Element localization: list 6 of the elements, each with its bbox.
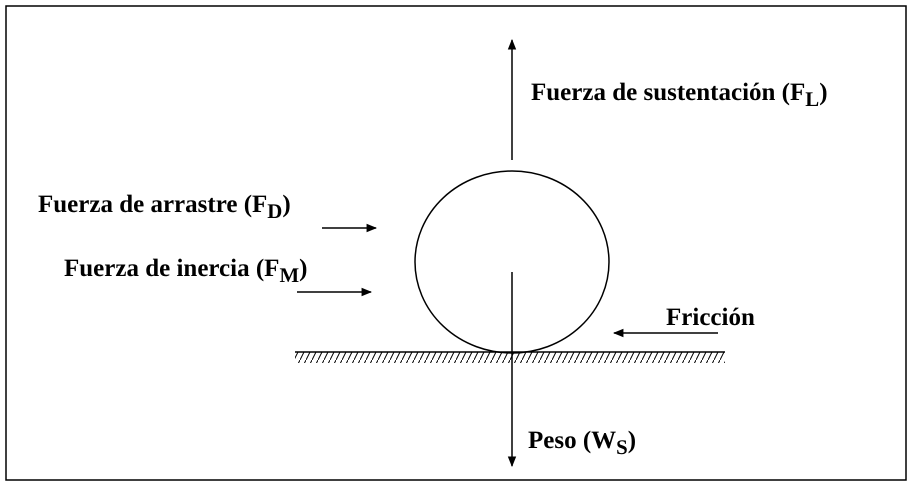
force-label: Fuerza de arrastre (F$_{D}$) xyxy=(38,192,291,222)
force-label: Fuerza de inercia (F$_{M}$) xyxy=(64,256,308,286)
force-label: Peso (W$_{S}$) xyxy=(528,428,636,458)
force-label: Fricción xyxy=(666,305,755,330)
particle-circle xyxy=(414,170,610,354)
force-label: Fuerza de sustentación (F$_{L}$) xyxy=(531,80,828,110)
